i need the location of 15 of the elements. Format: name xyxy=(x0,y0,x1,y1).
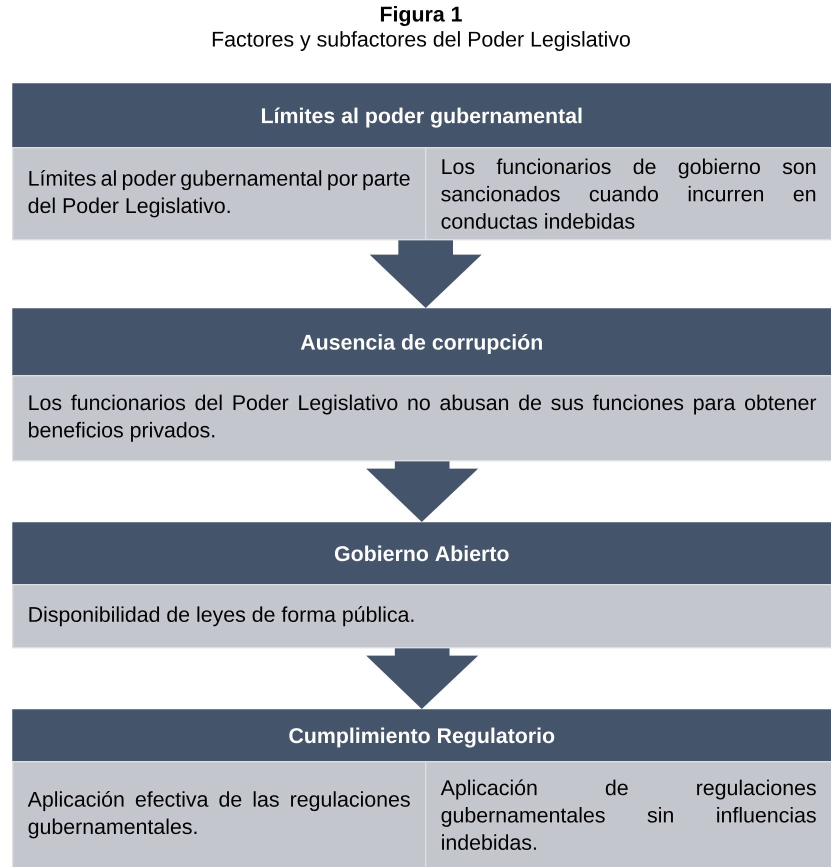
block-arrow xyxy=(370,240,482,308)
subfactor-box: Los funcionarios de gobierno son sancionados cuando incurren en conductas indebidas xyxy=(425,147,831,240)
factor-header: Cumplimiento Regulatorio xyxy=(12,709,831,762)
subfactor-box: Aplicación de regulaciones gubernamentales sin influencias indebidas. xyxy=(425,761,831,867)
figure-title: Figura 1 xyxy=(380,6,462,26)
factor-header: Gobierno Abierto xyxy=(12,522,831,584)
figure-caption: Factores y subfactores del Poder Legislativo xyxy=(212,31,630,51)
subfactor-box: Disponibilidad de leyes de forma pública. xyxy=(12,584,831,648)
subfactor-box: Aplicación efectiva de las regulaciones gubernamentales. xyxy=(12,761,426,867)
block-arrow xyxy=(366,648,478,709)
factor-header: Ausencia de corrupción xyxy=(12,308,831,376)
block-arrow xyxy=(366,461,478,522)
subfactor-box: Los funcionarios del Poder Legislativo no abusan de sus funciones para obtener beneficios privados. xyxy=(12,375,831,462)
subfactor-box: Límites al poder gubernamental por parte del Poder Legislativo. xyxy=(12,147,426,240)
factor-header: Límites al poder gubernamental xyxy=(12,83,831,148)
